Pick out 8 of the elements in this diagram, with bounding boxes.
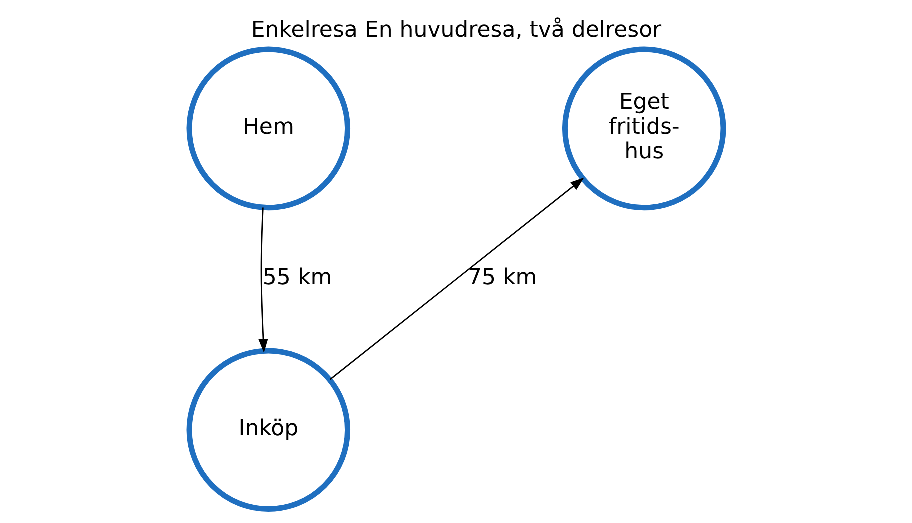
- node-circle: Eget fritids- hus: [562, 46, 726, 211]
- node-circle: Inköp: [186, 348, 350, 512]
- node-circle: Hem: [186, 46, 350, 211]
- edge-label: 75 km: [467, 266, 537, 291]
- arrow: [258, 208, 268, 353]
- diagram-title: Enkelresa En huvudresa, två delresor: [250, 18, 662, 43]
- edge-label: 55 km: [262, 266, 332, 291]
- arrow: [329, 178, 584, 380]
